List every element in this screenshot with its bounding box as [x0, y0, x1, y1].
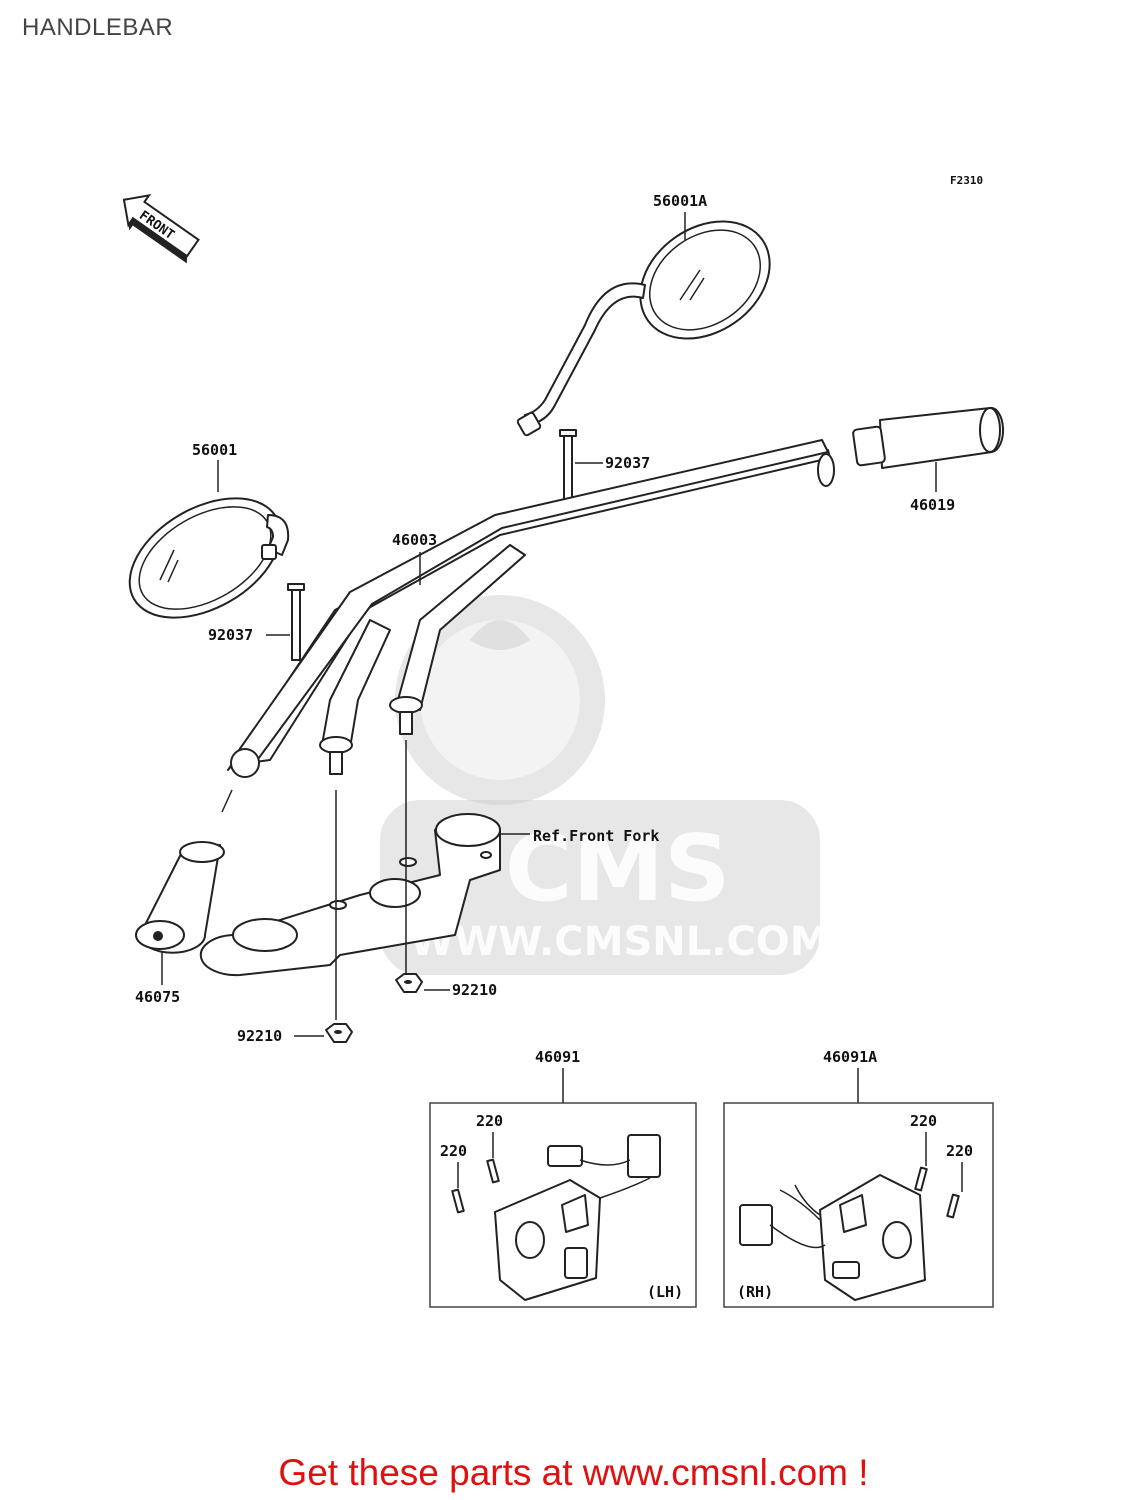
promo-link[interactable]: Get these parts at www.cmsnl.com !: [0, 1452, 1147, 1494]
parts-diagram: CMS WWW.CMSNL.COM F2310 FRONT 56001A 920…: [122, 174, 1004, 1308]
label-46075: 46075: [135, 988, 180, 1006]
nut-92210-left: [325, 1023, 353, 1043]
label-92037-left: 92037: [208, 626, 253, 644]
label-92210-left: 92210: [237, 1027, 282, 1045]
label-46091a: 46091A: [823, 1048, 877, 1066]
label-46003: 46003: [392, 531, 437, 549]
label-56001: 56001: [192, 441, 237, 459]
figure-code: F2310: [950, 174, 983, 187]
handlebar: [227, 439, 835, 778]
mirror-right: [516, 220, 771, 437]
grip-left: [135, 841, 225, 954]
grip-right: [852, 406, 1004, 469]
mirror-left: [128, 497, 290, 619]
label-ref-front-fork: Ref.Front Fork: [533, 827, 659, 845]
front-arrow-icon: FRONT: [122, 193, 200, 264]
label-rh: (RH): [737, 1283, 773, 1301]
label-220-rh-b: 220: [946, 1142, 973, 1160]
label-46091: 46091: [535, 1048, 580, 1066]
label-46019: 46019: [910, 496, 955, 514]
label-220-lh-a: 220: [476, 1112, 503, 1130]
watermark-url: WWW.CMSNL.COM: [410, 919, 830, 965]
label-lh: (LH): [647, 1283, 683, 1301]
switch-lh: [451, 1134, 661, 1301]
switch-rh: [739, 1166, 960, 1301]
label-220-rh-a: 220: [910, 1112, 937, 1130]
bolt-92037-left: [287, 583, 305, 661]
label-220-lh-b: 220: [440, 1142, 467, 1160]
upper-bracket: [199, 813, 501, 977]
label-92037-upper: 92037: [605, 454, 650, 472]
promo-text[interactable]: Get these parts at www.cmsnl.com !: [278, 1452, 869, 1493]
label-92210-right: 92210: [452, 981, 497, 999]
watermark-brand: CMS: [505, 815, 730, 922]
page-title: HANDLEBAR: [22, 14, 174, 41]
nut-92210-right: [395, 973, 423, 993]
label-56001a: 56001A: [653, 192, 707, 210]
